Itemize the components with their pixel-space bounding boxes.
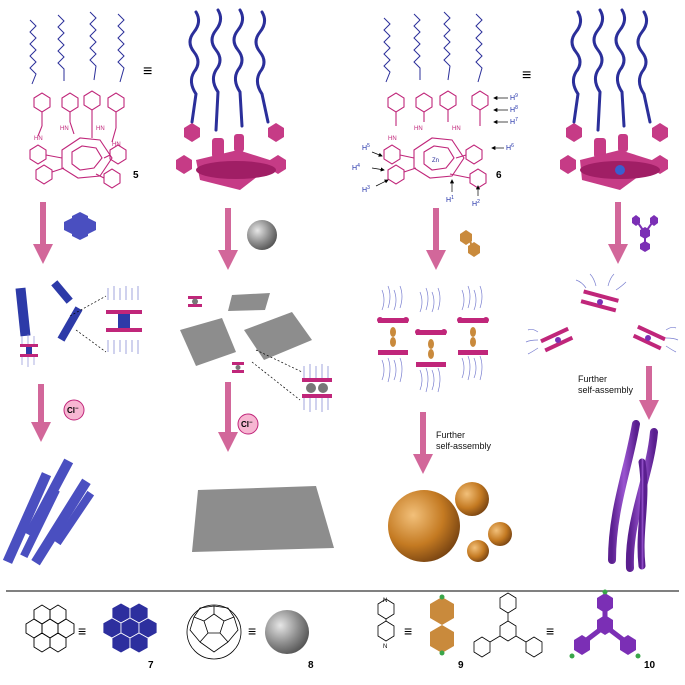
molecule-5-cartoon [176,8,286,190]
gray-sheet [192,486,334,552]
pyridine-n-label: N [383,598,387,604]
coronene-icon [102,602,158,654]
chloride-badge: Cl− [237,413,259,435]
fullerene-complex-sheets [180,293,332,412]
proton-label-h4: H4 [352,163,360,172]
equivalence-symbol: ≡ [546,623,554,639]
amide-label: HN [112,142,121,148]
svg-text:Cl−: Cl− [67,406,79,415]
coronene-structure [25,604,75,653]
compound-number-6: 6 [496,170,502,181]
equivalence-symbol: ≡ [404,623,412,639]
bipyridine-linked-dimers [377,285,489,393]
bipyridine-structure [377,598,395,642]
triazine-guest-icon [632,215,658,252]
proton-label-h1: H1 [446,195,454,204]
compound-number-10: 10 [644,660,656,671]
further-assembly-label: Further self-assembly [436,430,492,451]
equivalence-symbol: ≡ [78,623,86,639]
molecule-5-structure: HN HN HN HN 5 [29,11,139,189]
proton-label-h2: H2 [472,199,480,208]
molecule-6-structure: Zn HN HN HN H9 H8 H7 H6 H5 H4 H3 H1 [352,11,518,208]
triazine-structure [473,592,543,658]
zinc-label: Zn [432,158,439,164]
blue-fibers [2,458,95,566]
fullerene-icon [265,610,309,654]
orange-spheres [388,482,512,562]
compound-number-5: 5 [133,170,139,181]
proton-label-h8: H8 [510,105,518,114]
compound-number-7: 7 [148,660,154,671]
equivalence-symbol: ≡ [248,623,256,639]
proton-label-h3: H3 [362,185,370,194]
reaction-arrows-row2 [31,366,659,474]
purple-tubes [608,420,658,572]
fullerene-structure [186,604,242,660]
bipyridine-icon [430,594,454,656]
svg-text:Cl−: Cl− [241,420,253,429]
proton-label-h6: H6 [506,143,514,152]
amide-label: HN [60,126,69,132]
pyridine-n-label: N [383,644,387,650]
fullerene-guest-icon [247,220,277,250]
coronene-complex-rods [15,280,142,367]
amide-label: HN [414,126,423,132]
proton-label-h9: H9 [510,93,518,102]
bipyridine-guest-icon [460,230,480,257]
chloride-badge: Cl− [63,399,85,421]
compound-number-8: 8 [308,660,314,671]
equivalence-symbol: ≡ [143,63,152,80]
reaction-arrows-row1 [33,202,628,270]
triazine-trimer-assemblies [525,273,679,355]
triazine-icon [569,589,641,659]
proton-label-h5: H5 [362,143,370,152]
equivalence-symbol: ≡ [522,67,531,84]
molecule-6-cartoon [560,8,668,190]
further-assembly-label: Further self-assembly [578,374,634,395]
amide-label: HN [96,126,105,132]
proton-label-h7: H7 [510,117,518,126]
amide-label: HN [452,126,461,132]
coronene-guest-icon [64,212,96,240]
amide-label: HN [388,136,397,142]
compound-number-9: 9 [458,660,464,671]
amide-label: HN [34,136,43,142]
